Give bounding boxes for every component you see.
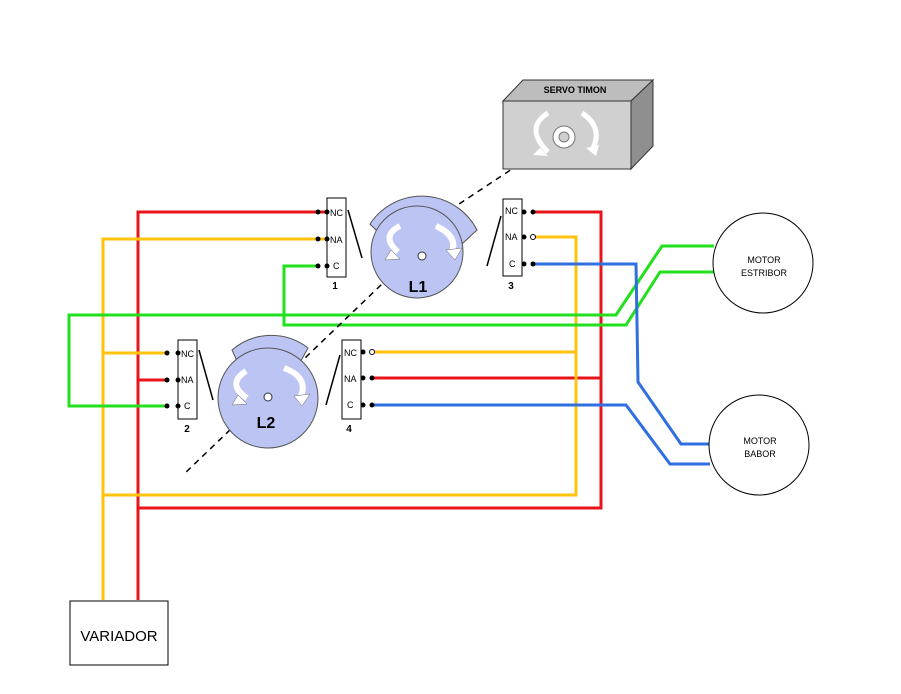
green-wire-s2-c [67, 244, 714, 408]
motor-babor-line2: BABOR [744, 449, 776, 459]
mechanical-links [182, 139, 557, 476]
variador-box [69, 600, 169, 666]
cam-l2: L2 [217, 334, 319, 449]
switch-3-c-label: C [509, 259, 516, 269]
switch-3-na-label: NA [505, 232, 518, 242]
motor-babor-line1: MOTOR [743, 436, 777, 446]
motor-babor: MOTOR BABOR [708, 394, 810, 496]
cam-l1: L1 [369, 195, 478, 299]
motor-estribor-line1: MOTOR [747, 255, 781, 265]
switch-4-na-label: NA [344, 374, 357, 384]
switch-4-lever [325, 354, 341, 406]
wires [67, 210, 714, 600]
switch-1-na-label: NA [330, 235, 343, 245]
switch-2: NC NA C 2 [164, 339, 214, 435]
switch-1-number: 1 [332, 281, 338, 292]
yellow-wire-main [101, 237, 327, 600]
motor-babor-body [708, 394, 810, 496]
servo-timon: SERVO TIMON [501, 78, 655, 171]
switch-4-nc-label: NC [344, 348, 357, 358]
motor-estribor: MOTOR ESTRIBOR [712, 212, 814, 314]
switch-2-number: 2 [184, 424, 190, 435]
l1-to-l2-link [182, 261, 406, 476]
switch-2-c-label: C [184, 401, 191, 411]
switch-3-lever [486, 215, 502, 267]
switch-2-nc-label: NC [181, 349, 194, 359]
switch-1-nc-label: NC [330, 208, 343, 218]
switch-1-c-label: C [333, 261, 340, 271]
switch-2-lever [198, 349, 214, 401]
motor-estribor-line2: ESTRIBOR [741, 268, 788, 278]
switch-3-nc-label: NC [505, 206, 518, 216]
switch-1-lever [347, 209, 363, 259]
blue-wire-s3-c [533, 262, 710, 446]
switch-4: NC NA C 4 [325, 339, 375, 435]
variador: VARIADOR [69, 600, 169, 666]
switch-3: NC NA C 3 [486, 198, 536, 292]
switch-1: NC NA C 1 [315, 197, 363, 292]
red-wire-main [136, 210, 327, 600]
servo-label: SERVO TIMON [544, 85, 607, 95]
switch-3-number: 3 [508, 281, 514, 292]
cam-l2-label: L2 [257, 415, 276, 432]
switch-4-number: 4 [346, 424, 352, 435]
servo-rotation-icon [533, 110, 599, 156]
switch-2-na-label: NA [181, 375, 194, 385]
blue-wire-s4-c [372, 403, 710, 466]
motor-estribor-body [712, 212, 814, 314]
variador-label: VARIADOR [80, 628, 157, 645]
switch-4-c-label: C [347, 400, 354, 410]
green-wire-s1-c [282, 264, 714, 327]
yellow-wire-bottom [103, 235, 578, 497]
red-wire-bottom [138, 210, 603, 510]
cam-l1-label: L1 [409, 279, 428, 296]
